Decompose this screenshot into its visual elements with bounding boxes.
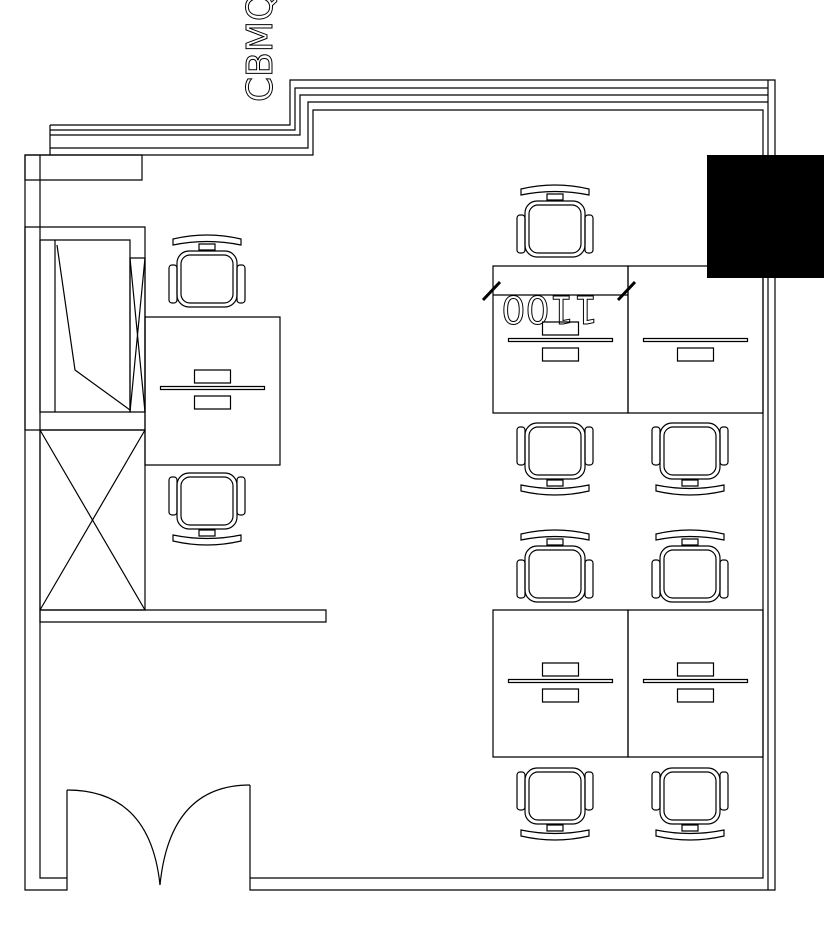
chair <box>168 472 246 546</box>
rotated-label: CBMQ <box>240 0 281 102</box>
keyboard <box>543 322 579 335</box>
desk <box>145 317 280 465</box>
chair <box>516 184 594 258</box>
keyboard <box>678 663 714 676</box>
chairs <box>168 184 729 841</box>
chair <box>516 422 594 496</box>
monitor <box>161 387 265 390</box>
storage-block <box>25 155 326 622</box>
keyboard <box>678 689 714 702</box>
keyboard <box>195 396 231 409</box>
monitor <box>509 339 613 342</box>
desks <box>145 266 763 757</box>
keyboard <box>678 348 714 361</box>
chair <box>651 422 729 496</box>
chair <box>168 234 246 308</box>
chair <box>651 529 729 603</box>
desk <box>493 610 628 757</box>
desk <box>628 610 763 757</box>
dimension-tick-left <box>483 282 500 300</box>
walls <box>25 80 775 890</box>
keyboard <box>543 348 579 361</box>
keyboard <box>543 663 579 676</box>
keyboard <box>543 689 579 702</box>
dimension-label: 1100 <box>501 287 598 331</box>
monitor <box>509 680 613 683</box>
black-column <box>707 155 824 278</box>
chair <box>516 767 594 841</box>
keyboard <box>195 370 231 383</box>
desk <box>628 266 763 413</box>
dimension-tick-right <box>618 282 635 300</box>
chair <box>651 767 729 841</box>
chair <box>516 529 594 603</box>
double-door <box>67 785 250 885</box>
monitor <box>644 680 748 683</box>
monitor <box>644 339 748 342</box>
